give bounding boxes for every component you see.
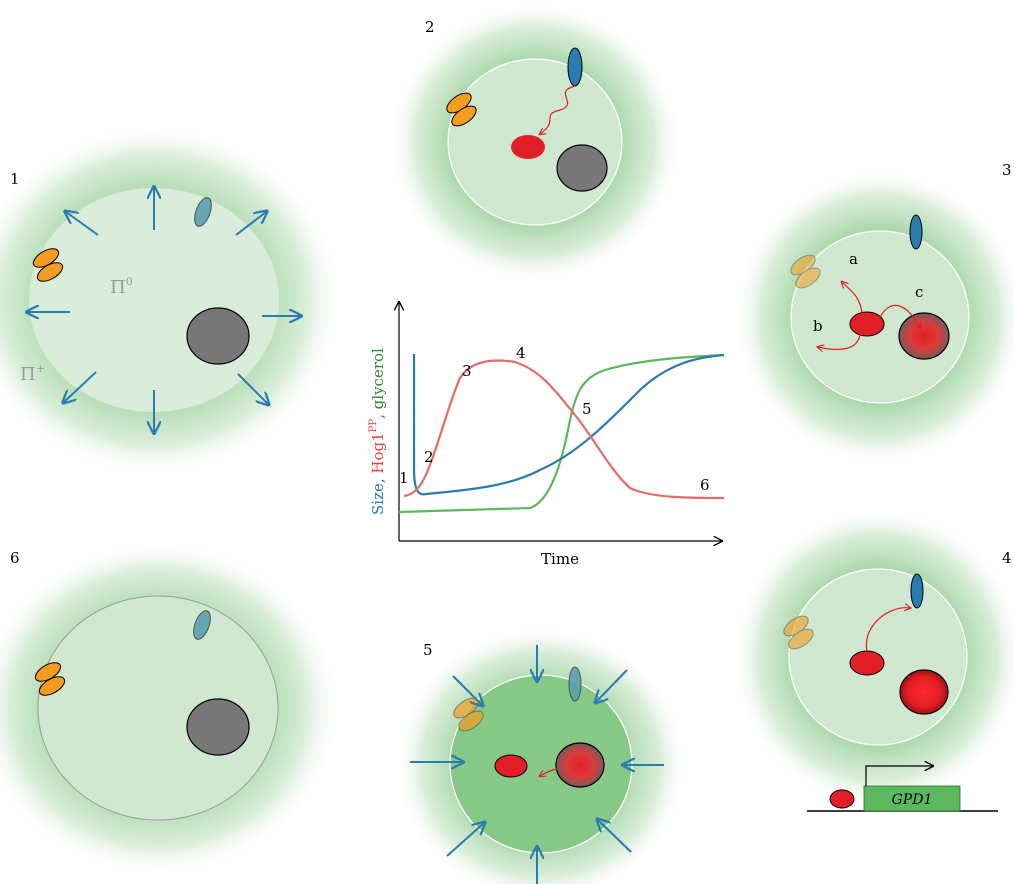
cell-1-expansion-arrows [28, 188, 300, 432]
cell-1-channel [32, 248, 64, 282]
panel-4-number: 4 [1002, 549, 1012, 567]
cell-3-sensor [909, 214, 923, 250]
cell-3-nucleus [898, 312, 950, 360]
phase-label-2: 2 [424, 448, 434, 466]
cell-6-sensor [193, 610, 211, 640]
transcription-start-arrow [865, 766, 933, 786]
pi-plus-label: Π+ [20, 362, 45, 385]
panel-2: 2 [387, 0, 683, 284]
cell-4-hog1-arrow [865, 608, 910, 652]
cell-2-hog1 [511, 135, 545, 159]
y-axis-label: Size, Hog1PP, glycerol [368, 348, 387, 515]
y-axis-label-part-4: , [369, 409, 387, 419]
y-axis-label-part-1: , [369, 474, 387, 484]
label-a: a [849, 250, 858, 268]
panel-4: 4 GPD1 [730, 505, 1014, 812]
panel-1: 1 Π0 Π+ [0, 122, 344, 478]
y-axis-label-part-0: Size [369, 483, 387, 515]
phase-label-6: 6 [700, 476, 710, 494]
y-axis-label-part-5: glycerol [369, 348, 387, 409]
cell-5-nucleus [555, 742, 605, 788]
phase-label-1: 1 [399, 469, 409, 487]
series-line-size [412, 353, 725, 496]
label-b: b [813, 317, 823, 335]
gene-bound-hog1 [829, 789, 855, 809]
gpd1-gene-label: GPD1 [892, 792, 933, 808]
series-line-hog1pp [403, 359, 725, 500]
panel-5: 5 [393, 624, 689, 884]
pi-zero-label: Π0 [110, 275, 133, 298]
y-axis-label-part-2: Hog1 [369, 432, 387, 473]
cell-5-compression-arrows [410, 645, 664, 884]
cell-6-nucleus [186, 698, 250, 756]
phase-label-3: 3 [462, 362, 472, 380]
cell-4-channel [783, 615, 814, 650]
panel-6-number: 6 [10, 549, 20, 567]
gene-diagram: GPD1 [807, 766, 998, 812]
cell-2-channel [446, 92, 477, 127]
cell-3-hog1-arrows [818, 282, 920, 349]
cell-2-nucleus [556, 144, 608, 192]
cell-5-sensor [568, 666, 582, 702]
cell-4-sensor [910, 573, 924, 609]
cell-1-sensor [194, 197, 212, 227]
cell-5-hog1 [494, 754, 528, 778]
label-c: c [915, 283, 923, 301]
cell-3-channel [790, 254, 821, 289]
gpd1-gene-box [863, 785, 961, 812]
cell-6-channel [34, 662, 66, 696]
cell-4-nucleus [899, 669, 949, 715]
cell-1-nucleus [186, 307, 250, 365]
panel-6: 6 [0, 538, 342, 878]
cell-2-sensor [567, 47, 583, 87]
panel-2-number: 2 [425, 18, 435, 36]
phase-label-5: 5 [582, 400, 592, 418]
cell-6-cytoplasm [37, 595, 279, 821]
x-axis-label: Time [541, 550, 579, 568]
panel-3-number: 3 [1002, 161, 1012, 179]
y-axis-label-part-3: PP [368, 419, 379, 433]
chart-phase-labels: 1 2 3 4 5 6 [399, 344, 710, 494]
chart: Time Size, Hog1PP, glycerol 1 2 3 4 5 6 [368, 302, 725, 568]
chart-axes [399, 302, 722, 541]
panel-5-number: 5 [423, 641, 433, 659]
cell-4-hog1 [849, 650, 885, 676]
phase-label-4: 4 [516, 344, 526, 362]
series-line-glycerol [398, 353, 725, 514]
cell-3-hog1 [849, 311, 885, 337]
panel-3: 3 a b c [732, 161, 1014, 467]
cell-5-export-arrow [540, 768, 558, 776]
cell-2-signal-arrow [540, 85, 576, 134]
